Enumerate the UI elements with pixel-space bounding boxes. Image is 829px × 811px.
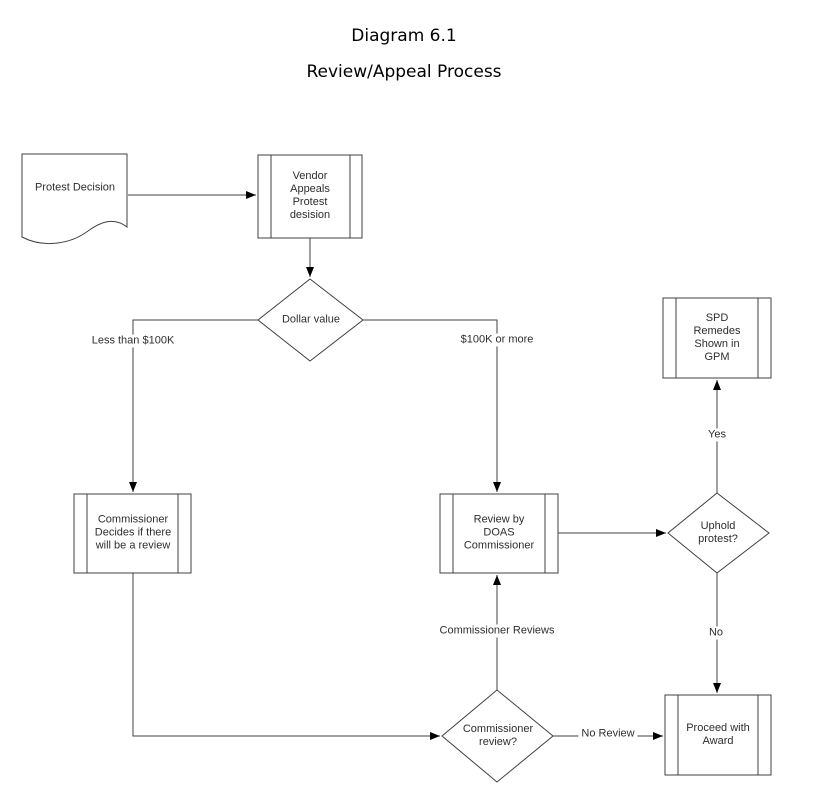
edge-label-yes: Yes [705, 428, 729, 442]
node-label-proceed-with-award: Proceed with Award [686, 722, 750, 747]
predefined-process-vendor-appeals [257, 154, 363, 239]
edge-label-no: No [705, 626, 727, 640]
predefined-process-commissioner-decides [73, 493, 192, 574]
edge-dollar-value-to-commissioner-decides [129, 319, 258, 492]
edge-label-commissioner-reviews: Commissioner Reviews [436, 624, 558, 638]
decision-diamond-commissioner-review [441, 689, 554, 783]
node-label-commissioner-decides: Commissioner Decides if there will be a … [94, 513, 172, 552]
document-shape-protest-decision [21, 153, 128, 244]
node-label-review-by-doas: Review by DOAS Commissioner [463, 513, 535, 552]
edge-commissioner-decides-to-commissioner-review [132, 573, 440, 740]
edge-label-100k-or-more: $100K or more [457, 333, 537, 347]
diagram-title-line2: Review/Appeal Process [306, 62, 502, 82]
node-label-dollar-value: Dollar value [281, 313, 341, 326]
diagram-title-line1: Diagram 6.1 [351, 26, 457, 46]
predefined-process-proceed-with-award [664, 694, 772, 776]
predefined-process-review-by-doas [439, 493, 559, 574]
node-label-uphold-protest: Uphold protest? [698, 520, 738, 545]
node-label-commissioner-review: Commissioner review? [462, 723, 534, 748]
node-label-spd-remedies: SPD Remedes Shown in GPM [693, 312, 741, 363]
predefined-process-spd-remedies [662, 297, 772, 379]
edge-label-no-review: No Review [578, 727, 638, 741]
decision-diamond-dollar-value [257, 278, 364, 362]
edge-dollar-value-to-review-by-doas [363, 319, 501, 492]
node-label-protest-decision: Protest Decision [34, 181, 116, 194]
node-label-vendor-appeals: Vendor Appeals Protest desision [289, 170, 331, 221]
edge-label-less-than-100k: Less than $100K [88, 334, 178, 348]
